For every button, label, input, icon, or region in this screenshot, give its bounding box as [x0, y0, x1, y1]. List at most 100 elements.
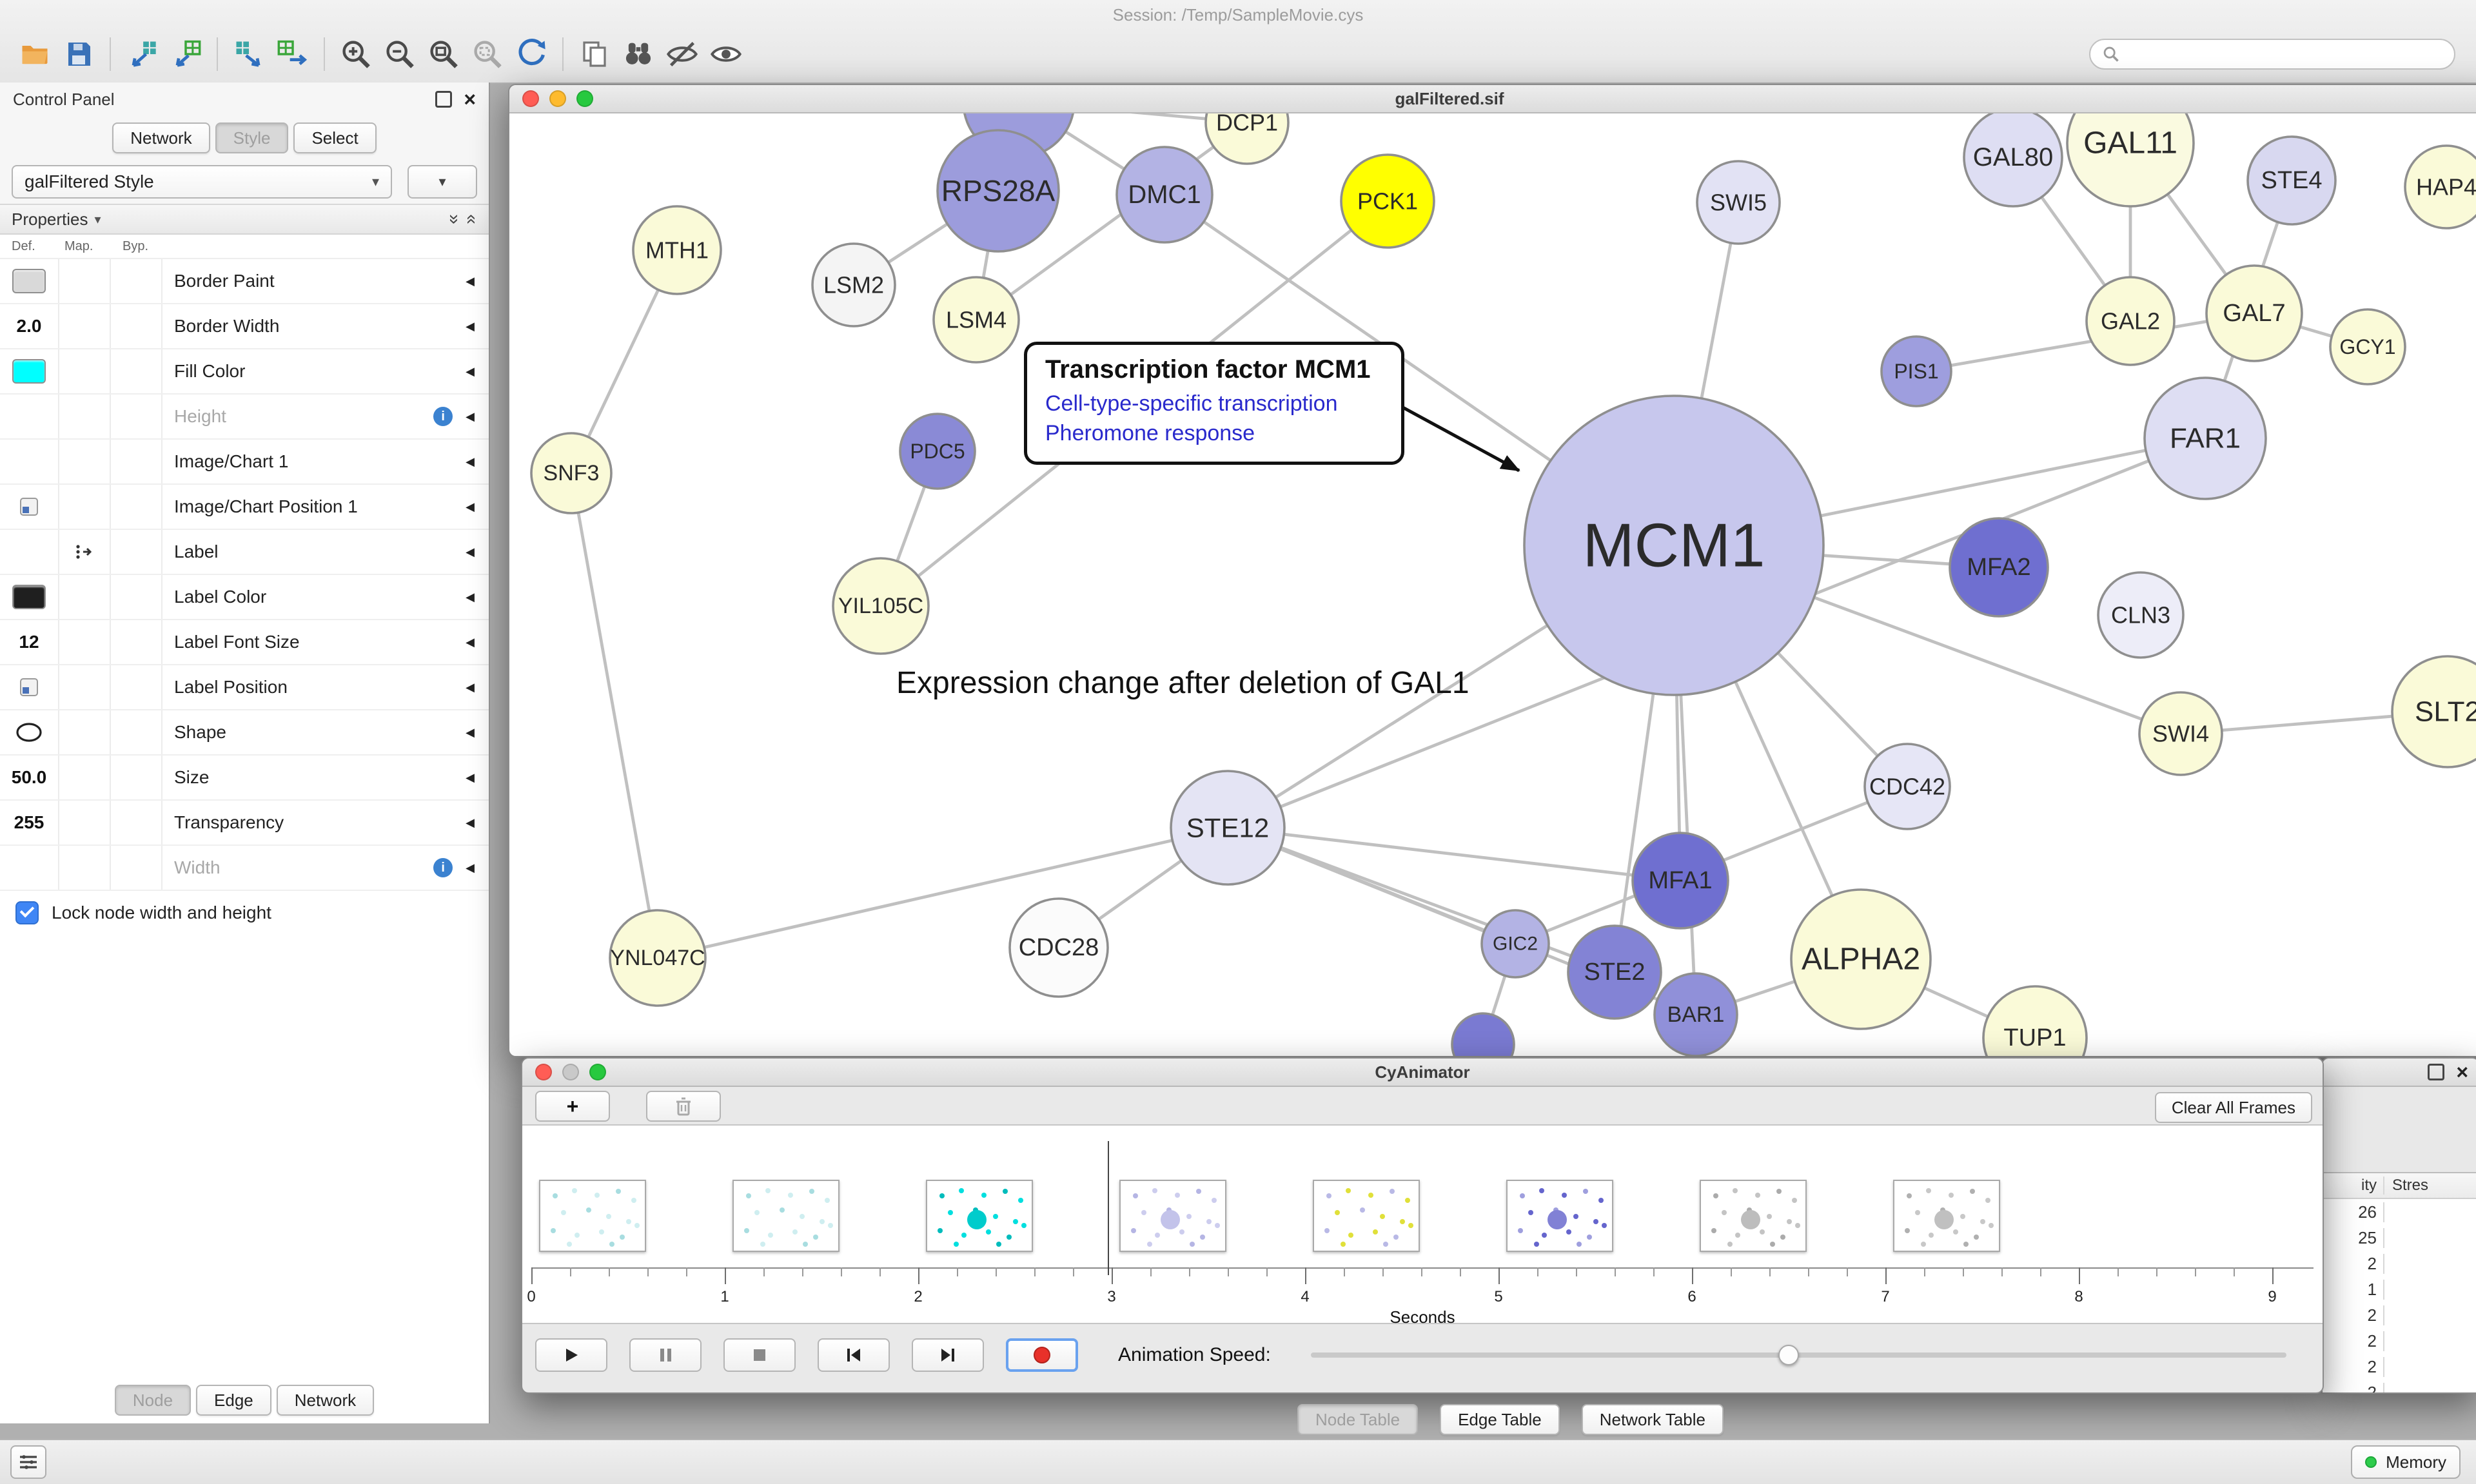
network-node-ALPHA2[interactable]: ALPHA2 — [1790, 888, 1932, 1030]
network-node-CLN3[interactable]: CLN3 — [2097, 571, 2185, 659]
property-row-label-color[interactable]: Label Color — [0, 575, 489, 620]
close-window-icon[interactable] — [535, 1064, 552, 1080]
tab-select[interactable]: Select — [293, 122, 377, 153]
network-node-PIS1[interactable]: PIS1 — [1880, 335, 1952, 407]
network-window-titlebar[interactable]: galFiltered.sif — [509, 85, 2476, 113]
color-swatch[interactable] — [12, 585, 46, 609]
timeline-frame-7[interactable] — [1893, 1180, 2000, 1252]
tab-node-table[interactable]: Node Table — [1297, 1404, 1419, 1435]
network-node-TUP1[interactable]: TUP1 — [1982, 985, 2088, 1057]
network-node-HAP4[interactable]: HAP4 — [2404, 144, 2476, 229]
network-node-GIC2[interactable]: GIC2 — [1480, 909, 1550, 979]
import-table-icon[interactable] — [164, 34, 208, 75]
timeline-frame-4[interactable] — [1313, 1180, 1420, 1252]
import-network-icon[interactable] — [120, 34, 164, 75]
bypass-cell[interactable] — [111, 756, 162, 799]
network-node-SLT2[interactable]: SLT2 — [2391, 655, 2476, 768]
mapping-cell[interactable] — [58, 801, 111, 845]
default-value-cell[interactable] — [0, 269, 58, 293]
minimize-window-icon[interactable] — [562, 1064, 579, 1080]
info-icon[interactable] — [433, 858, 453, 877]
expand-row-icon[interactable] — [466, 455, 475, 469]
expand-row-icon[interactable] — [466, 500, 475, 514]
mapping-cell[interactable] — [58, 665, 111, 709]
expand-row-icon[interactable] — [466, 771, 475, 785]
hide-selected-icon[interactable] — [660, 34, 704, 75]
mapping-cell[interactable] — [58, 846, 111, 890]
table-column-header[interactable]: Stres — [2392, 1176, 2429, 1194]
network-node-PCK1[interactable]: PCK1 — [1340, 153, 1435, 249]
tab-style[interactable]: Style — [215, 122, 289, 153]
property-row-fill-color[interactable]: Fill Color — [0, 349, 489, 395]
speed-slider-knob[interactable] — [1778, 1345, 1800, 1365]
default-value-cell[interactable]: 255 — [0, 812, 58, 833]
expand-all-icon[interactable] — [462, 214, 482, 224]
zoom-window-icon[interactable] — [589, 1064, 606, 1080]
timeline-frame-3[interactable] — [1119, 1180, 1226, 1252]
network-node-GAL7[interactable]: GAL7 — [2205, 264, 2303, 362]
property-row-image-chart-1[interactable]: Image/Chart 1 — [0, 440, 489, 485]
zoom-fit-icon[interactable] — [422, 34, 466, 75]
refresh-view-icon[interactable] — [509, 34, 553, 75]
copy-view-icon[interactable] — [573, 34, 616, 75]
close-window-icon[interactable] — [522, 90, 539, 107]
network-node-DMC1[interactable]: DMC1 — [1115, 146, 1213, 244]
property-row-height[interactable]: Height — [0, 395, 489, 440]
default-value-cell[interactable] — [0, 496, 58, 517]
bypass-cell[interactable] — [111, 665, 162, 709]
default-value-cell[interactable] — [0, 359, 58, 384]
zoom-selected-icon[interactable] — [466, 34, 509, 75]
minimize-window-icon[interactable] — [549, 90, 566, 107]
bypass-cell[interactable] — [111, 801, 162, 845]
network-node-MCM1[interactable]: MCM1 — [1523, 395, 1825, 696]
add-frame-button[interactable]: + — [535, 1091, 610, 1122]
expand-row-icon[interactable] — [466, 591, 475, 604]
tab-node[interactable]: Node — [114, 1385, 192, 1416]
property-row-label[interactable]: Label — [0, 530, 489, 575]
network-node-GAL2[interactable]: GAL2 — [2085, 276, 2176, 366]
expand-row-icon[interactable] — [466, 320, 475, 333]
delete-frame-button[interactable] — [646, 1091, 721, 1122]
annotation-arrow[interactable] — [1399, 404, 1520, 473]
skip-start-button[interactable] — [818, 1338, 890, 1372]
zoom-out-icon[interactable] — [378, 34, 422, 75]
timeline-playhead[interactable] — [1108, 1141, 1109, 1275]
bypass-cell[interactable] — [111, 485, 162, 529]
expand-row-icon[interactable] — [466, 410, 475, 424]
network-node-GAL11[interactable]: GAL11 — [2066, 113, 2195, 208]
network-node-YNL047C[interactable]: YNL047C — [609, 909, 707, 1007]
network-node-YIL105C[interactable]: YIL105C — [832, 557, 930, 655]
network-node-PDC5[interactable]: PDC5 — [899, 413, 976, 490]
bypass-cell[interactable] — [111, 575, 162, 619]
table-panel-titlebar[interactable] — [2323, 1059, 2476, 1087]
annotation-link[interactable]: Pheromone response — [1045, 420, 1255, 445]
export-network-icon[interactable] — [227, 34, 271, 75]
open-session-icon[interactable] — [13, 34, 57, 75]
network-edge-STE12-MFA1[interactable] — [1227, 826, 1681, 883]
style-dropdown[interactable]: galFiltered Style — [12, 165, 392, 199]
mapping-cell[interactable] — [58, 620, 111, 664]
expand-row-icon[interactable] — [466, 816, 475, 830]
timeline-frame-5[interactable] — [1506, 1180, 1613, 1252]
search-input[interactable] — [2128, 43, 2442, 66]
timeline-frame-2[interactable] — [926, 1180, 1033, 1252]
speed-slider[interactable] — [1310, 1345, 2286, 1365]
bypass-cell[interactable] — [111, 620, 162, 664]
bypass-cell[interactable] — [111, 259, 162, 303]
mapping-cell[interactable] — [58, 259, 111, 303]
network-node-GAL80[interactable]: GAL80 — [1963, 113, 2063, 208]
color-swatch[interactable] — [12, 269, 46, 293]
mapping-cell[interactable] — [58, 485, 111, 529]
stop-button[interactable] — [723, 1338, 796, 1372]
network-node-RPS28A[interactable]: RPS28A — [936, 129, 1060, 253]
play-button[interactable] — [535, 1338, 607, 1372]
bypass-cell[interactable] — [111, 349, 162, 393]
lock-size-checkbox[interactable] — [15, 901, 39, 924]
mapping-cell[interactable] — [58, 710, 111, 754]
memory-button[interactable]: Memory — [2351, 1445, 2461, 1479]
tab-network-table[interactable]: Network Table — [1581, 1404, 1724, 1435]
